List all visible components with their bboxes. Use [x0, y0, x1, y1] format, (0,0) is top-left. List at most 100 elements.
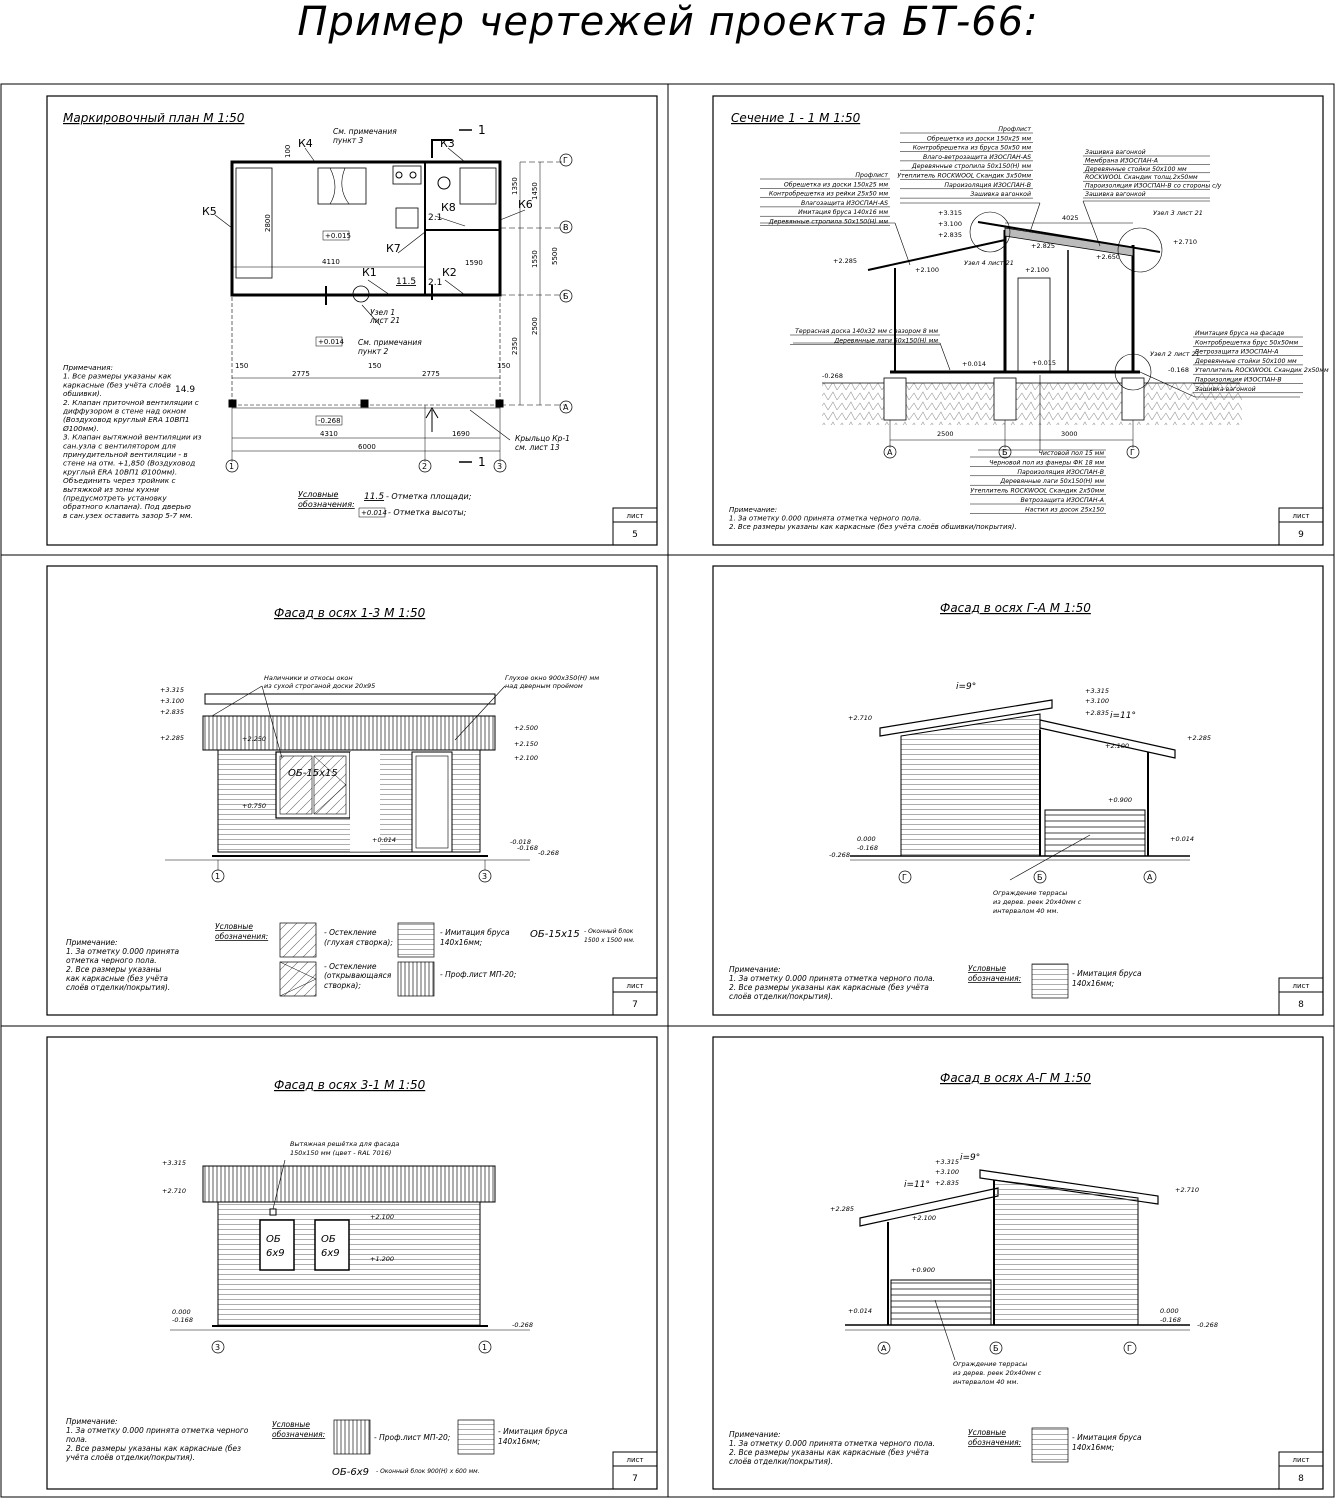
drawing-label: пункт 3: [333, 136, 364, 145]
sheet-label: лист: [627, 982, 644, 990]
drawing-label: (открывающаяся: [324, 971, 392, 980]
axis-label: 1: [482, 1343, 487, 1352]
layer-label: Деревянные стойки 50х100 мм: [1084, 166, 1187, 173]
sheet-title: Фасад в осях А-Г М 1:50: [940, 1071, 1091, 1085]
level-mark: -0.168: [1160, 1316, 1181, 1324]
drawing-label: над дверным проёмом: [505, 682, 583, 690]
level-mark: +2.100: [514, 754, 538, 762]
note-line: пола.: [66, 1435, 87, 1444]
level-mark: +2.285: [830, 1205, 854, 1213]
axis-label: Б: [993, 1344, 999, 1353]
level-mark: -0.268: [829, 851, 850, 859]
sheet-title: Фасад в осях Г-А М 1:50: [940, 601, 1091, 615]
note-line: обшивки).: [63, 389, 102, 398]
layer-label: Ветрозащита ИЗОСПАН-А: [1021, 497, 1104, 504]
facade-notes: Примечание:1. За отметку 0.000 принята о…: [65, 1417, 249, 1462]
drawing-label: Условные: [298, 490, 339, 499]
note-line: учёта слоёв отделки/покрытия).: [65, 1453, 195, 1462]
title-block: лист 8: [1278, 1451, 1324, 1490]
layer-label: Зашивка вагонкой: [1195, 386, 1256, 393]
level-mark: +0.014: [372, 836, 396, 844]
note-line: 3. Клапан вытяжной вентиляции из: [63, 433, 202, 442]
level-mark: +3.100: [935, 1168, 959, 1176]
window-tag: ОБ-15х15: [288, 768, 338, 779]
legend-level: +0.014: [361, 509, 387, 517]
facade-legend: Условные обозначения: - Имитация бруса 1…: [968, 1427, 1142, 1463]
dimension: 3000: [1061, 430, 1078, 438]
level-mark: +0.014: [318, 338, 344, 346]
plan-notes: Примечания:1. Все размеры указаны каккар…: [62, 363, 202, 520]
axis-label: А: [887, 448, 893, 457]
layer-label: Обрешетка из доски 150х25 мм: [927, 134, 1031, 142]
facade-axes: 3 1: [211, 1340, 492, 1354]
title-block: лист 7: [612, 977, 658, 1016]
drawing-label: обозначения:: [968, 1438, 1021, 1447]
facade-legend: Условные обозначения: - Имитация бруса 1…: [968, 963, 1142, 999]
axis-label: Б: [1002, 448, 1008, 457]
drawing-label: из дерев. реек 20х40мм с: [953, 1369, 1042, 1377]
note-line: Примечание:: [729, 506, 777, 514]
sheet-label: лист: [1293, 512, 1310, 520]
note-line: Примечание:: [66, 938, 118, 947]
drawing-label: См. примечания: [358, 338, 422, 347]
dimension: 2800: [264, 214, 272, 232]
drawing-label: - Остекление: [324, 962, 377, 971]
level-mark: +2.100: [912, 1214, 936, 1222]
axis-label: А: [881, 1344, 887, 1353]
level-mark: +0.900: [1108, 796, 1132, 804]
level-mark: +0.014: [848, 1307, 872, 1315]
layer-label: Черновой пол из фанеры ФК 18 мм: [989, 459, 1104, 466]
level-mark: +2.100: [915, 266, 939, 274]
level-mark: +3.315: [935, 1158, 959, 1166]
facade-notes: Примечание:1. За отметку 0.000 принятаот…: [66, 938, 179, 992]
page-title: Пример чертежей проекта БТ-66:: [297, 0, 1039, 45]
facade-legend: Условные обозначения: - Остекление (глух…: [215, 922, 635, 997]
layer-label: Деревянные лаги 50х150(Н) мм: [833, 338, 938, 345]
dimension: 150: [497, 362, 510, 370]
dimension: 1590: [465, 259, 483, 267]
drawing-label: Ограждение террасы: [953, 1360, 1027, 1368]
note-line: обратного клапана). Под дверью: [63, 502, 191, 511]
sheet-label: лист: [1293, 982, 1310, 990]
plan-labels: См. примечания пункт 3 См. примечания пу…: [333, 127, 570, 452]
facade-values: Вытяжная решётка для фасада 150х150 мм (…: [162, 1140, 533, 1329]
axis-label: 3: [215, 1343, 220, 1352]
level-mark: +0.014: [1170, 835, 1194, 843]
sheet-number: 9: [1298, 530, 1304, 540]
level-mark: +0.015: [325, 232, 351, 240]
note-line: 1. За отметку 0.000 принята отметка черн…: [729, 974, 935, 983]
note-line: 2. Все размеры указаны как каркасные (бе…: [729, 983, 929, 992]
layer-label: Мембрана ИЗОСПАН-А: [1085, 156, 1158, 164]
drawing-label: из сухой строганой доски 20х95: [264, 682, 375, 690]
layer-label: Ветрозащита ИЗОСПАН-А: [1195, 349, 1278, 356]
layer-label: Утеплитель ROCKWOOL Скандик 2х50мм: [1195, 367, 1329, 374]
node-ref: Узел 3 лист 21: [1153, 209, 1203, 217]
layer-label: Зашивка вагонкой: [1085, 191, 1146, 198]
area-mark: 14.9: [175, 385, 195, 395]
layer-label: Настил из досок 25х150: [1025, 506, 1104, 513]
plan-mark: К4: [298, 137, 313, 150]
layer-label: Профлист: [855, 172, 888, 179]
layer-label: Чистовой пол 15 мм: [1039, 450, 1105, 457]
dimension: 2775: [422, 370, 440, 378]
sheet-facade-3-1: Фасад в осях 3-1 М 1:50 лист 7 Вытяжная …: [46, 1036, 658, 1490]
facade-notes: Примечание:1. За отметку 0.000 принята о…: [729, 965, 935, 1001]
layer-label: Деревянные стойки 50х100 мм: [1194, 358, 1297, 365]
dimension: 6000: [358, 443, 376, 451]
dimension: 2350: [511, 337, 519, 355]
layer-label: Зашивка вагонкой: [970, 191, 1031, 198]
drawing-label: Глухое окно 900х350(Н) мм: [505, 674, 599, 682]
level-mark: 0.000: [1160, 1307, 1179, 1315]
cut-label: 1: [478, 123, 486, 137]
drawing-label: 140х16мм;: [498, 1437, 540, 1446]
legend-text: - Отметка площади;: [386, 492, 472, 501]
sheet-title: Маркировочный план М 1:50: [63, 111, 245, 125]
level-mark: +0.750: [242, 802, 266, 810]
layer-label: Профлист: [998, 126, 1031, 133]
dimension: 1690: [452, 430, 470, 438]
note-line: Объединить через тройник с: [63, 476, 176, 485]
sheet-title: Фасад в осях 1-3 М 1:50: [274, 606, 426, 620]
slope-mark: i=9°: [956, 682, 976, 692]
